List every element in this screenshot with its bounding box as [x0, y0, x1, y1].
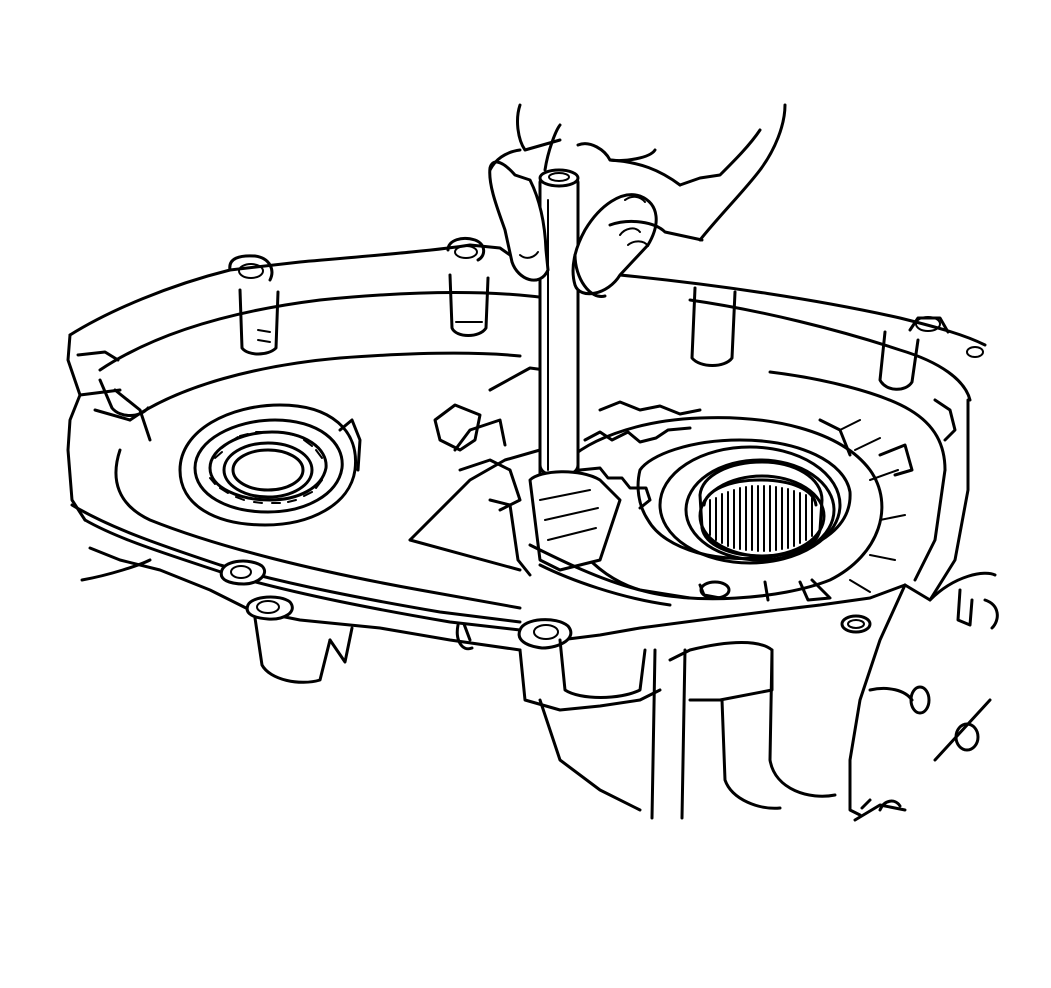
bolt-bosses — [76, 236, 984, 417]
left-bearing-assembly — [178, 403, 362, 527]
case-right-side — [688, 298, 999, 822]
technician-hand — [488, 103, 787, 298]
seal-installer-tool — [528, 168, 692, 607]
pump-assembly — [558, 400, 914, 602]
flange-bolt-holes — [219, 559, 872, 650]
case-inner-wall — [78, 291, 562, 610]
spline-teeth — [702, 478, 818, 552]
case-lower-housing — [253, 616, 837, 820]
